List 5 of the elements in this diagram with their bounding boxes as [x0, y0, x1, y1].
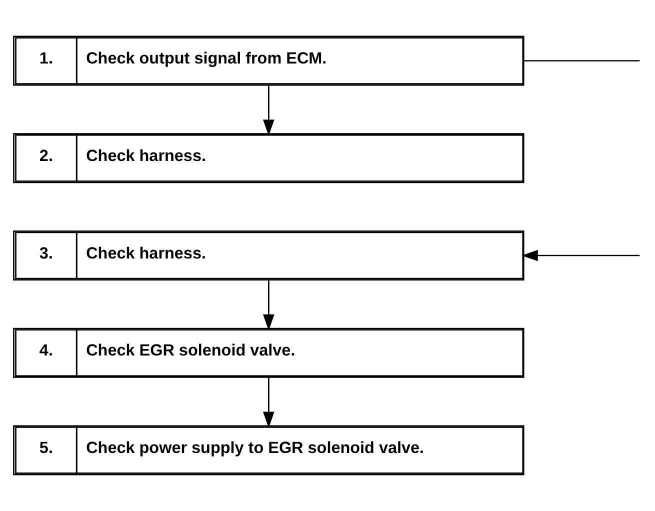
arrow [262, 377, 274, 428]
arrow [262, 280, 274, 331]
arrow [522, 250, 640, 262]
arrow [262, 85, 274, 136]
connector [524, 60, 640, 62]
